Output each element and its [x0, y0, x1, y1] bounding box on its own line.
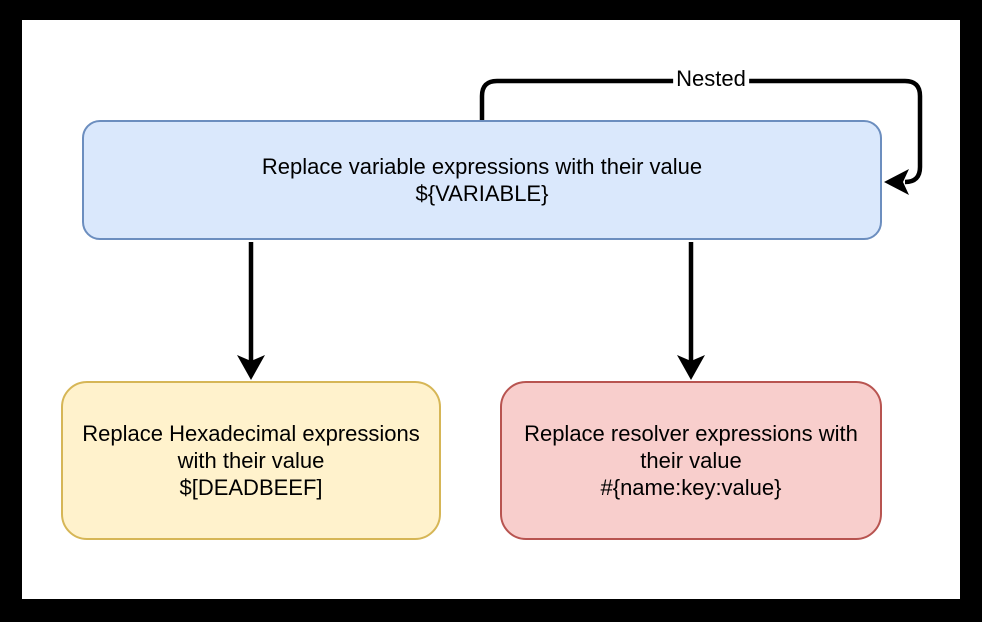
nested-edge-label: Nested [673, 67, 749, 91]
resolver-node-text-line1: Replace resolver expressions with [524, 421, 858, 446]
resolver-node-text-line3: #{name:key:value} [600, 475, 782, 500]
resolver-node-text-line2: their value [640, 448, 742, 473]
hexadecimal-node-text-line2: with their value [177, 448, 325, 473]
hexadecimal-node: Replace Hexadecimal expressions with the… [61, 381, 441, 540]
hexadecimal-node-text-line1: Replace Hexadecimal expressions [82, 421, 420, 446]
variable-node: Replace variable expressions with their … [82, 120, 882, 240]
hexadecimal-node-text-line3: $[DEADBEEF] [179, 475, 323, 500]
resolver-node: Replace resolver expressions with their … [500, 381, 882, 540]
variable-node-text-line1: Replace variable expressions with their … [261, 154, 703, 179]
variable-node-text-line2: ${VARIABLE} [415, 181, 549, 206]
